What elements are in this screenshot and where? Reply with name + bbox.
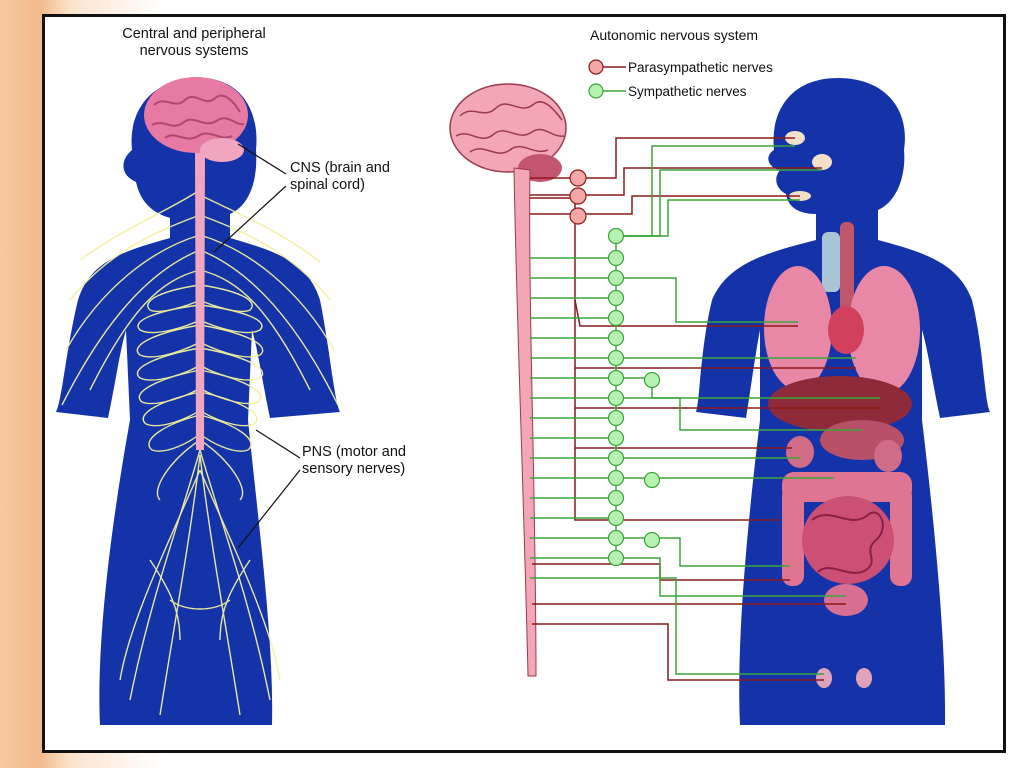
internal-organs <box>764 222 920 688</box>
right-spinal-cord <box>513 167 537 677</box>
parasympathetic-ganglia <box>569 169 587 225</box>
sympathetic-legend-icon <box>586 82 628 100</box>
left-spinal-cord <box>195 150 205 450</box>
sympathetic-ganglia <box>607 227 661 567</box>
legend-parasympathetic: Parasympathetic nerves <box>586 58 773 76</box>
sympathetic-legend-label: Sympathetic nerves <box>628 83 747 99</box>
right-panel-title: Autonomic nervous system <box>590 27 759 43</box>
parasympathetic-nerve-lines <box>530 137 880 681</box>
right-brain <box>449 83 567 182</box>
parasympathetic-legend-icon <box>586 58 628 76</box>
pns-label: PNS (motor and sensory nerves) <box>302 444 406 477</box>
parasympathetic-legend-label: Parasympathetic nerves <box>628 59 773 75</box>
cns-label: CNS (brain and spinal cord) <box>290 160 390 193</box>
legend-sympathetic: Sympathetic nerves <box>586 82 747 100</box>
peripheral-nerves <box>61 189 339 716</box>
left-panel-title: Central and peripheral nervous systems <box>122 26 266 59</box>
left-brain <box>144 77 248 162</box>
label-pointer-lines <box>213 143 301 549</box>
